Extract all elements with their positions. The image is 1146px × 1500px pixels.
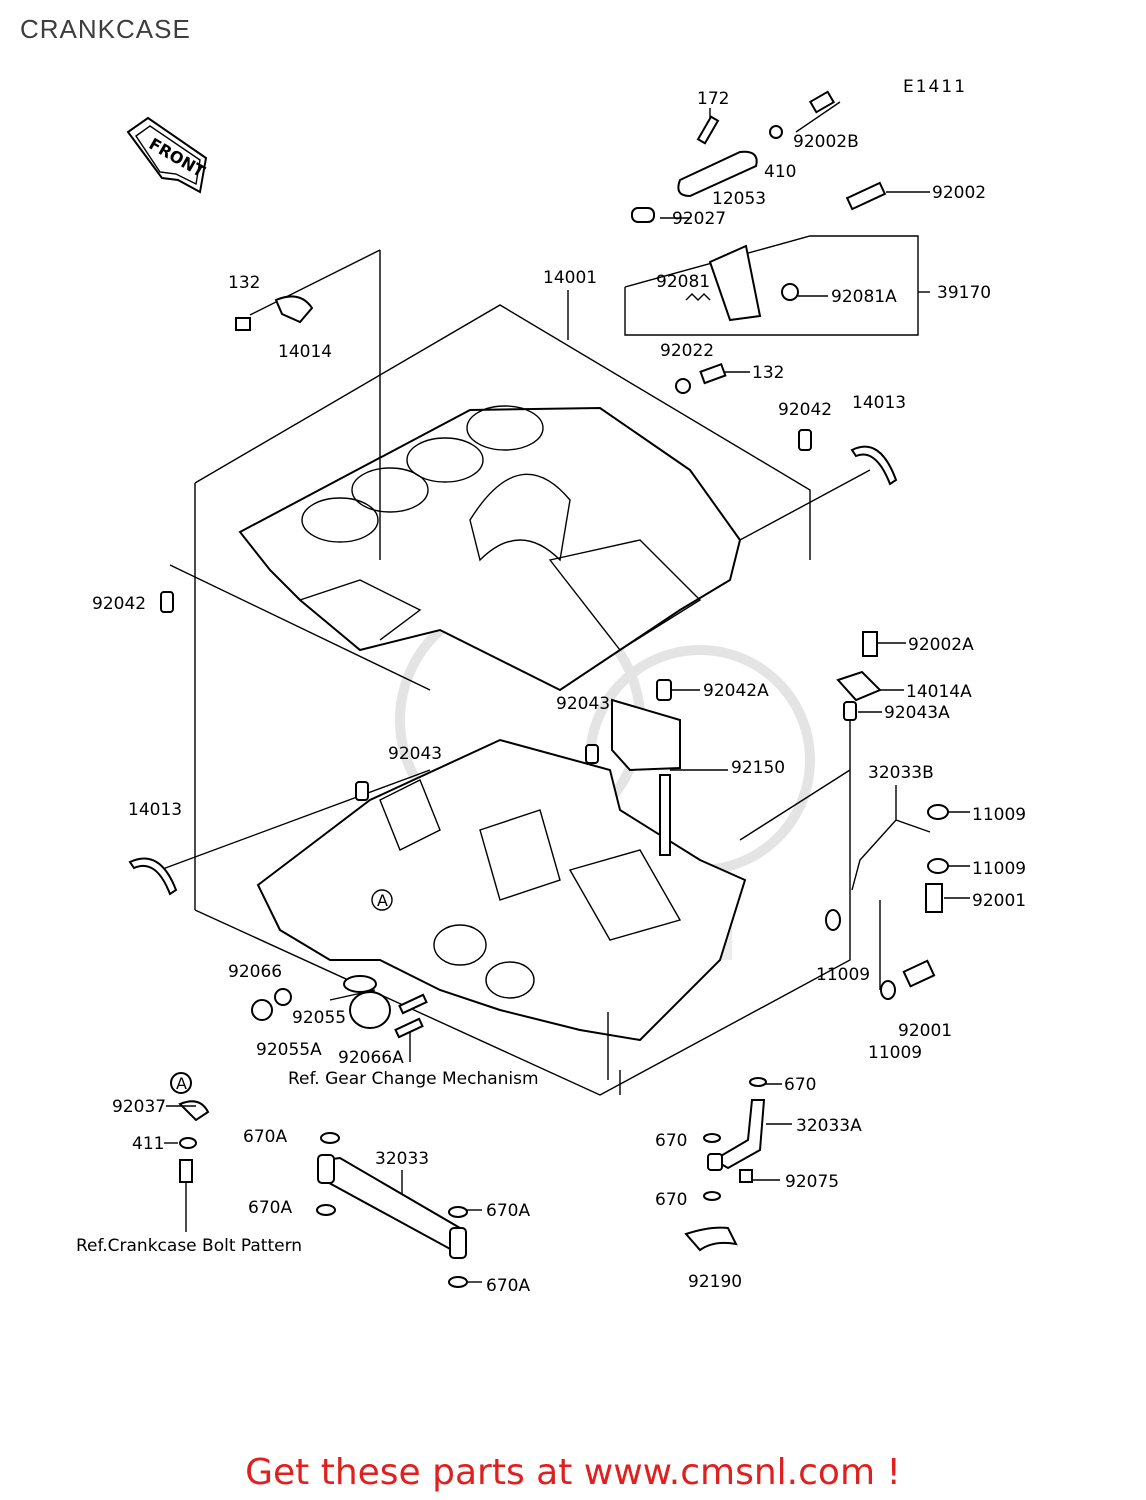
label-92043-center: 92043: [556, 694, 610, 714]
label-14013-right: 14013: [852, 393, 906, 413]
label-411: 411: [132, 1134, 164, 1154]
parts-icons: A: [128, 90, 949, 1288]
label-11009-c: 11009: [816, 965, 870, 985]
label-39170: 39170: [937, 283, 991, 303]
label-92075: 92075: [785, 1172, 839, 1192]
label-92042a: 92042A: [703, 681, 769, 701]
label-92190: 92190: [688, 1272, 742, 1292]
label-92001-a: 92001: [972, 891, 1026, 911]
diagram-code: E1411: [903, 77, 967, 97]
bracket-39170-box: [624, 235, 930, 336]
label-92066a: 92066A: [338, 1048, 404, 1068]
circle-marker-a-2: A: [176, 1074, 187, 1093]
label-92002a: 92002A: [908, 635, 974, 655]
leader-lines: [159, 249, 881, 1232]
label-11009-b: 11009: [972, 859, 1026, 879]
label-92043a: 92043A: [884, 703, 950, 723]
ref-gear-change-mechanism: Ref. Gear Change Mechanism: [288, 1069, 539, 1089]
label-92150: 92150: [731, 758, 785, 778]
label-172: 172: [697, 89, 729, 109]
label-92027: 92027: [672, 209, 726, 229]
label-92055a: 92055A: [256, 1040, 322, 1060]
label-92002: 92002: [932, 183, 986, 203]
footer-promo-link[interactable]: Get these parts at www.cmsnl.com !: [245, 1452, 901, 1493]
label-32033a: 32033A: [796, 1116, 862, 1136]
label-670a-2: 670A: [248, 1198, 292, 1218]
lower-crankcase: A: [256, 738, 747, 1042]
upper-crankcase-14001: [238, 405, 742, 692]
label-92042-left: 92042: [92, 594, 146, 614]
label-14001: 14001: [543, 268, 597, 288]
label-14014a: 14014A: [906, 682, 972, 702]
label-670a-4: 670A: [486, 1276, 530, 1296]
label-92022: 92022: [660, 341, 714, 361]
label-132-top: 132: [228, 273, 260, 293]
label-14013-left: 14013: [128, 800, 182, 820]
label-92055: 92055: [292, 1008, 346, 1028]
label-132-mid: 132: [752, 363, 784, 383]
label-92081: 92081: [656, 272, 710, 292]
page-title: CRANKCASE: [20, 14, 191, 44]
label-32033: 32033: [375, 1149, 429, 1169]
label-92042-right: 92042: [778, 400, 832, 420]
label-92043-left: 92043: [388, 744, 442, 764]
label-410: 410: [764, 162, 796, 182]
label-12053: 12053: [712, 189, 766, 209]
label-92002b: 92002B: [793, 132, 859, 152]
label-32033b: 32033B: [868, 763, 934, 783]
label-11009-a: 11009: [972, 805, 1026, 825]
part-labels: 172 92002B 410 12053 92027 92002 92081 9…: [76, 89, 1026, 1296]
label-leaders: [164, 101, 970, 1283]
label-670a-3: 670A: [486, 1201, 530, 1221]
label-14014: 14014: [278, 342, 332, 362]
label-670-1: 670: [784, 1075, 816, 1095]
circle-marker-a: A: [377, 891, 388, 910]
front-arrow-icon: FRONT: [126, 116, 208, 194]
label-11009-d: 11009: [868, 1043, 922, 1063]
label-92081a: 92081A: [831, 287, 897, 307]
ref-crankcase-bolt-pattern: Ref.Crankcase Bolt Pattern: [76, 1236, 302, 1256]
label-92066: 92066: [228, 962, 282, 982]
label-670-2: 670: [655, 1131, 687, 1151]
label-92037: 92037: [112, 1097, 166, 1117]
label-670a-1: 670A: [243, 1127, 287, 1147]
label-92001-b: 92001: [898, 1021, 952, 1041]
label-670-3: 670: [655, 1190, 687, 1210]
